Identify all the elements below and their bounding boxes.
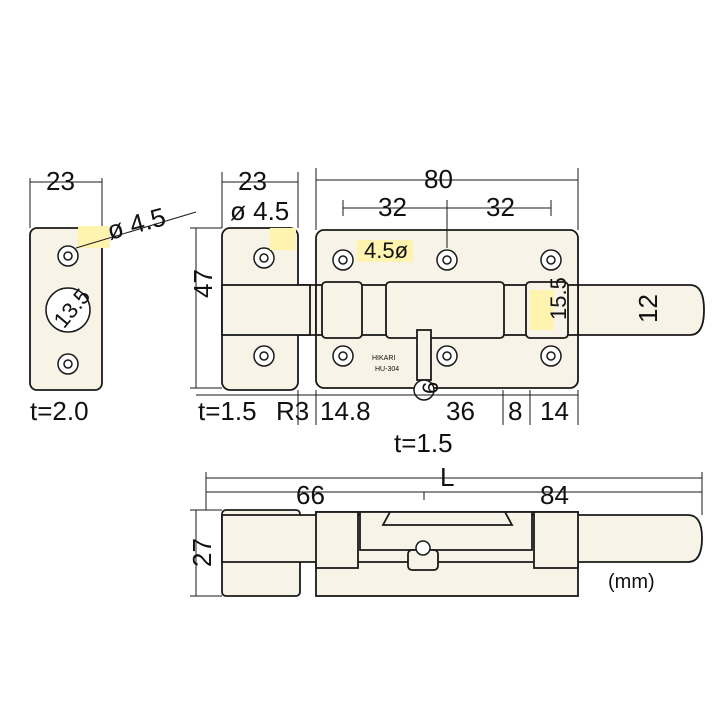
strike-width-label: 23 — [46, 166, 75, 196]
body-thickness-label: t=1.5 — [394, 428, 453, 458]
overall-length-label: L — [440, 462, 454, 492]
bolt-height-label: 15.5 — [546, 277, 571, 320]
strike-plate — [29, 227, 103, 391]
strike-bottom-hole-inner — [63, 359, 73, 369]
bolt-dia-label: 12 — [633, 294, 663, 323]
units-label: (mm) — [608, 571, 655, 593]
front-dimensions — [190, 168, 579, 425]
bolt-block-hole-label: ø 4.5 — [230, 196, 289, 226]
dim-14-label: 14 — [540, 396, 569, 426]
hole-spacing-right-label: 32 — [486, 192, 515, 222]
marking-line2: HU-304 — [375, 366, 399, 373]
dim-36-label: 36 — [446, 396, 475, 426]
height-47-label: 47 — [188, 269, 218, 298]
gap-14-8-label: 14.8 — [320, 396, 371, 426]
strike-thickness-label: t=2.0 — [30, 396, 89, 426]
bolt-side-view — [221, 509, 703, 597]
side-top-guide — [381, 511, 514, 526]
bolt-rod-in-keeper — [221, 284, 311, 336]
dim-8-label: 8 — [508, 396, 522, 426]
bolt-front-view: HIKARI HU-304 — [221, 227, 705, 401]
marking-line1: HIKARI — [372, 355, 395, 362]
block-thickness-label: t=1.5 — [198, 396, 257, 426]
strike-hole-label: ø 4.5 — [104, 201, 169, 245]
strike-top-hole-inner — [63, 251, 73, 261]
height-27-label: 27 — [187, 538, 217, 567]
side-dimensions — [190, 472, 703, 597]
knob-6-label: 6 — [418, 382, 443, 394]
hole-spacing-left-label: 32 — [378, 192, 407, 222]
strike-slot — [45, 287, 91, 333]
dim-84-label: 84 — [540, 480, 569, 510]
side-left-guide — [315, 511, 359, 569]
radius-label: R3 — [276, 396, 309, 426]
bolt-block-width-label: 23 — [238, 166, 267, 196]
side-right-guide — [533, 511, 579, 569]
body-hole-label: 4.5ø — [364, 238, 408, 263]
bolt-left-guide — [321, 281, 363, 339]
bolt-knob-stem — [416, 329, 432, 381]
body-length-label: 80 — [424, 164, 453, 194]
dim-66-label: 66 — [296, 480, 325, 510]
bolt-center-guide — [385, 281, 505, 339]
strike-dimensions — [29, 178, 197, 249]
